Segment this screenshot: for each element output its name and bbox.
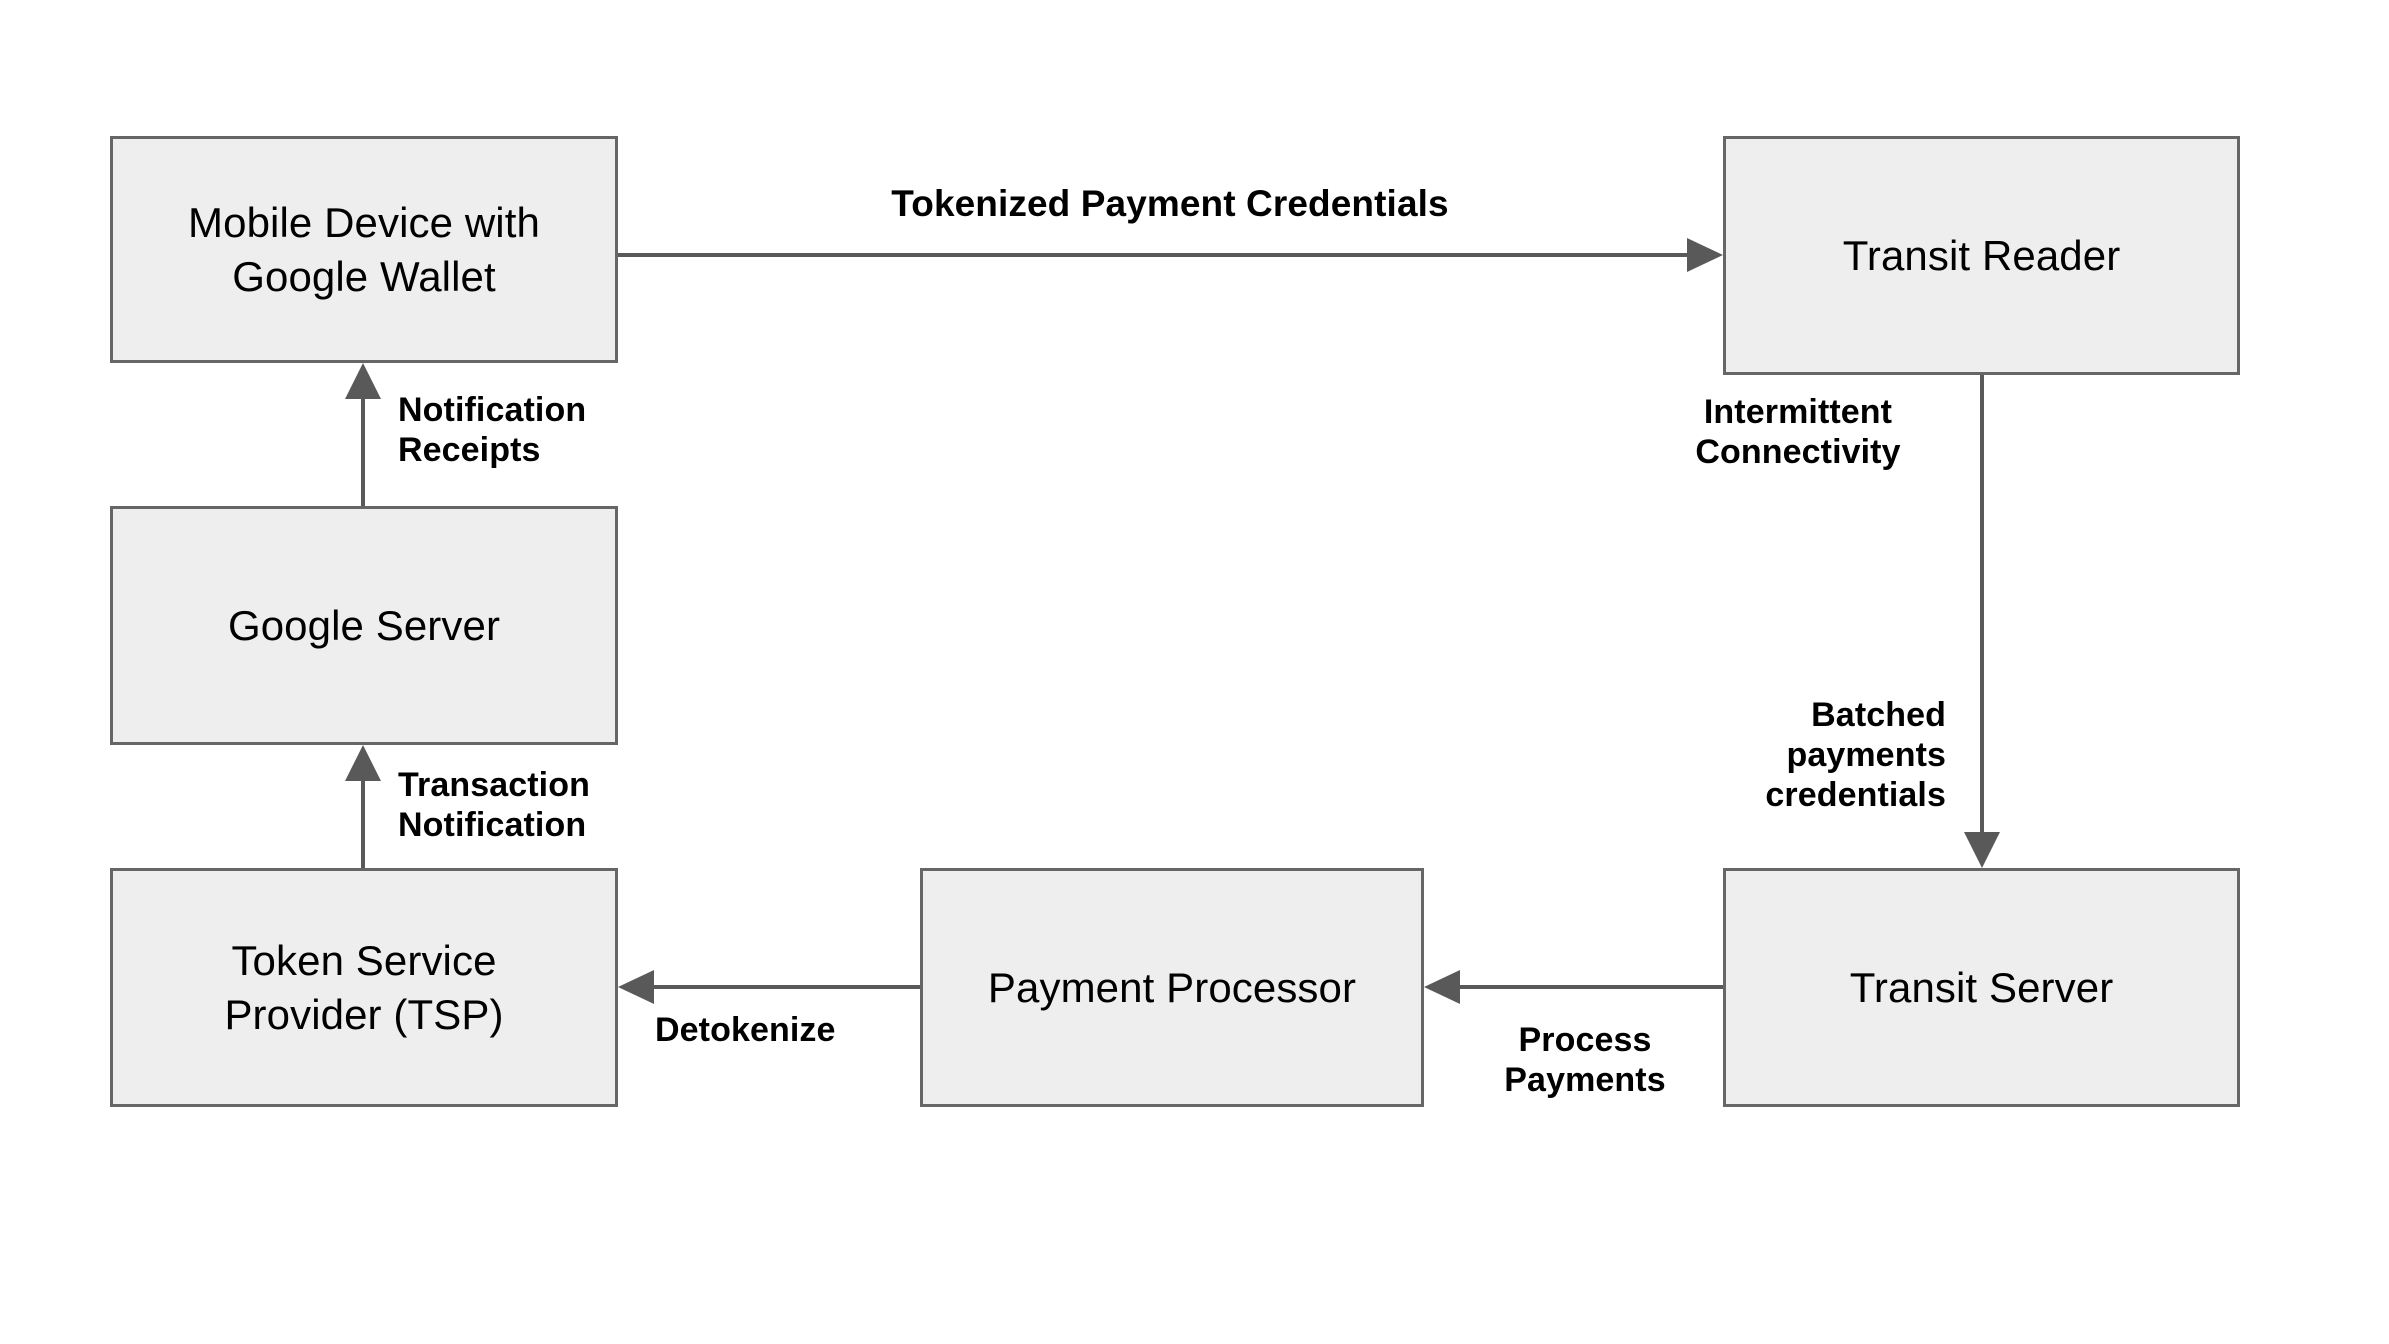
edge-detokenize (618, 970, 920, 1004)
node-transit-reader[interactable]: Transit Reader (1723, 136, 2240, 375)
node-label: Payment Processor (987, 963, 1357, 1011)
node-label: Mobile Device with Google Wallet (188, 198, 540, 300)
edge-label-notification-receipts: Notification Receipts (398, 391, 587, 470)
edge-label-tokenized-payment-credentials: Tokenized Payment Credentials (891, 183, 1449, 224)
edge-notification-receipts (345, 363, 381, 506)
node-label: Transit Reader (1842, 231, 2121, 279)
node-google-server[interactable]: Google Server (110, 506, 618, 745)
edge-label-detokenize: Detokenize (655, 1011, 836, 1049)
edge-process-payments (1424, 970, 1723, 1004)
node-token-service-provider[interactable]: Token Service Provider (TSP) (110, 868, 618, 1107)
edge-label-process-payments: Process Payments (1504, 1021, 1666, 1100)
edge-label-intermittent-connectivity: Intermittent Connectivity (1695, 393, 1901, 472)
edge-label-transaction-notification: Transaction Notification (398, 766, 590, 845)
edge-transaction-notification (345, 745, 381, 868)
node-transit-server[interactable]: Transit Server (1723, 868, 2240, 1107)
node-label: Transit Server (1849, 963, 2114, 1011)
node-label: Token Service Provider (TSP) (224, 936, 504, 1038)
edge-label-batched-payments-credentials: Batched payments credentials (1765, 696, 1946, 815)
node-mobile-device-with-google-wallet[interactable]: Mobile Device with Google Wallet (110, 136, 618, 363)
node-label: Google Server (227, 601, 501, 649)
node-payment-processor[interactable]: Payment Processor (920, 868, 1424, 1107)
edge-intermittent-connectivity (1964, 375, 2000, 868)
edge-tokenized-payment-credentials (618, 238, 1723, 272)
